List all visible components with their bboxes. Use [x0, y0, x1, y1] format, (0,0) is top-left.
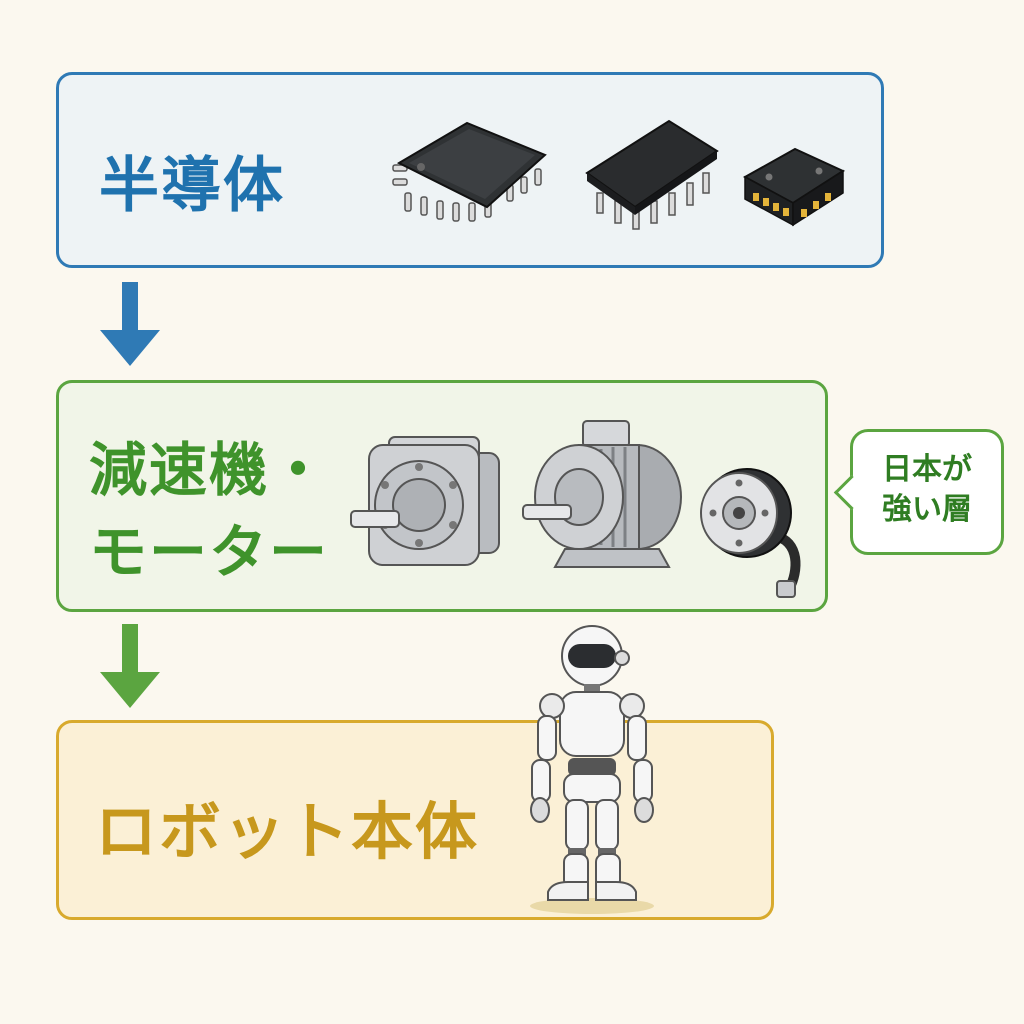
robot-body-layer: ロボット本体: [56, 720, 774, 920]
encoder-icon: [700, 468, 801, 598]
flow-arrow-blue: [100, 282, 160, 366]
gear-reducer-icon: [350, 436, 500, 566]
dip-chip-icon: [585, 119, 719, 230]
qfp-chip-icon: [392, 121, 547, 222]
electric-motor-icon: [522, 420, 682, 568]
humanoid-robot-icon: [530, 625, 654, 914]
robot-body-label: ロボット本体: [95, 795, 480, 868]
strength-callout: 日本が 強い層: [833, 429, 1004, 555]
semiconductor-label: 半導体: [99, 151, 285, 221]
callout-line2: 強い層: [882, 492, 972, 527]
reducer-motor-layer: 減速機・ モーター: [56, 380, 828, 612]
reducer-motor-label-line2: モーター: [89, 518, 330, 586]
flow-arrow-green: [100, 624, 160, 708]
semiconductor-layer: 半導体: [56, 72, 884, 268]
callout-line1: 日本が: [882, 452, 972, 487]
reducer-motor-label-line1: 減速機・: [89, 436, 330, 504]
qfn-chip-icon: [742, 147, 846, 227]
